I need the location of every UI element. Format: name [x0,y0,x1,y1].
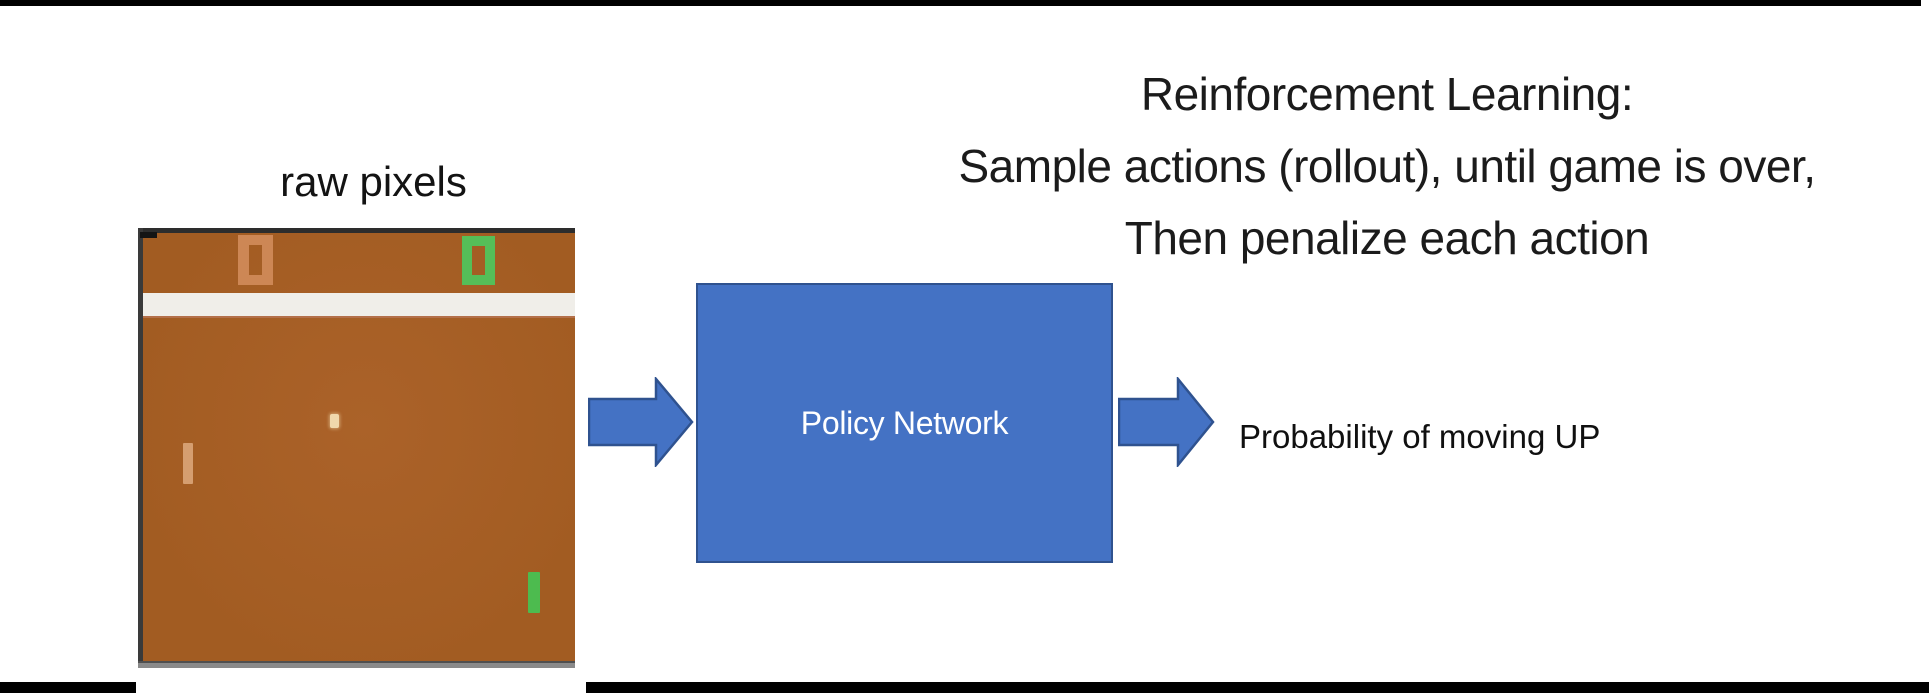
bottom-frame-bar-left [0,682,136,693]
score-divider-band [143,293,575,318]
right-score-digit [462,236,495,285]
probability-output-label: Probability of moving UP [1239,418,1601,455]
right-paddle [528,572,540,613]
output-arrow-icon [1118,377,1215,467]
game-top-border [138,228,575,233]
game-bottom-border [138,661,575,668]
raw-pixels-caption: raw pixels [280,158,467,205]
game-corner-notch [140,232,157,238]
input-arrow-icon [588,377,694,467]
left-paddle [183,443,193,484]
policy-network-box: Policy Network [696,283,1113,563]
title-line-1: Reinforcement Learning: [1140,68,1634,120]
policy-network-label: Policy Network [800,404,1009,441]
game-left-border [138,228,143,661]
pong-game-screenshot [138,228,575,668]
left-score-digit [238,235,273,285]
pong-ball [330,414,339,428]
bottom-frame-bar-right [586,682,1929,693]
top-frame-bar [0,0,1921,6]
slide-title: Reinforcement Learning: Sample actions (… [845,58,1929,274]
title-line-3: Then penalize each action [1124,212,1650,264]
title-line-2: Sample actions (rollout), until game is … [958,140,1816,192]
